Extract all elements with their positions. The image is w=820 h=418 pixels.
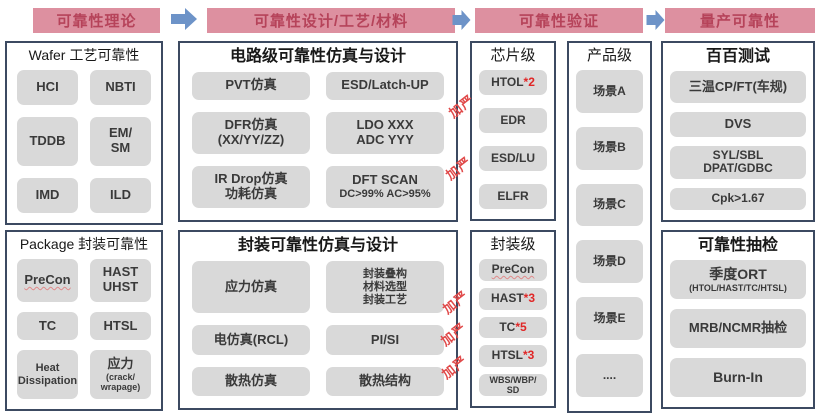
block-package-stack-material: 封装叠构 材料选型 封装工艺 (326, 261, 444, 314)
block-ild: ILD (90, 178, 151, 213)
header-mass-production-reliability: 量产可靠性 (665, 8, 815, 33)
block-more-scenarios: .... (576, 354, 643, 397)
panel-title: 芯片级 (490, 47, 536, 64)
block-stress-crack-wrapage: 应力(crack/ wrapage) (90, 350, 151, 399)
block-syl-sbl-dpat-gdbc: SYL/SBL DPAT/GDBC (670, 146, 806, 179)
panel-circuit-level-sim: 电路级可靠性仿真与设计 PVT仿真 ESD/Latch-UP DFR仿真 (XX… (178, 41, 458, 222)
block-stress-sim: 应力仿真 (192, 261, 310, 314)
block-scenario-d: 场景D (576, 240, 643, 284)
block-wbs-wbp-sd: WBS/WBP/ SD (479, 374, 547, 396)
block-esd-latchup: ESD/Latch-UP (326, 72, 444, 100)
panel-wafer-reliability: Wafer 工艺可靠性 HCI NBTI TDDB EM/ SM IMD ILD (5, 41, 163, 225)
panel-package-level: 封装级 PreCon HAST*3 TC*5 HTSL*3 WBS/WBP/ S… (470, 230, 556, 408)
block-heat-dissipation: Heat Dissipation (17, 350, 78, 399)
block-htol: HTOL*2 (479, 70, 547, 95)
panel-chip-level: 芯片级 HTOL*2 EDR ESD/LU ELFR (470, 41, 556, 221)
block-htsl-verif: HTSL*3 (479, 345, 547, 368)
header-reliability-verification: 可靠性验证 (475, 8, 643, 33)
panel-product-level: 产品级 场景A 场景B 场景C 场景D 场景E .... (567, 41, 652, 413)
header-reliability-design: 可靠性设计/工艺/材料 (207, 8, 455, 33)
block-precon: PreCon (17, 258, 78, 302)
panel-full-test: 百百测试 三温CP/FT(车规) DVS SYL/SBL DPAT/GDBC C… (661, 41, 815, 222)
block-dvs: DVS (670, 112, 806, 138)
block-precon-verif: PreCon (479, 259, 547, 281)
panel-package-sim: 封装可靠性仿真与设计 应力仿真 封装叠构 材料选型 封装工艺 电仿真(RCL) … (178, 230, 458, 410)
panel-title: Wafer 工艺可靠性 (28, 47, 140, 63)
flow-arrow-icon (452, 10, 471, 30)
panel-title: 电路级可靠性仿真与设计 (229, 48, 406, 65)
block-grid: PVT仿真 ESD/Latch-UP DFR仿真 (XX/YY/ZZ) LDO … (180, 68, 456, 220)
block-scenario-e: 场景E (576, 297, 643, 341)
panel-title: 可靠性抽检 (697, 237, 778, 254)
block-nbti: NBTI (90, 69, 151, 105)
flow-arrow-icon (646, 10, 665, 30)
block-cpk: Cpk>1.67 (670, 187, 806, 210)
block-pi-si: PI/SI (326, 325, 444, 355)
panel-title: 产品级 (586, 47, 632, 64)
panel-title: Package 封装可靠性 (19, 236, 149, 252)
block-list: 三温CP/FT(车规) DVS SYL/SBL DPAT/GDBC Cpk>1.… (663, 68, 813, 220)
header-label: 可靠性理论 (56, 13, 137, 30)
block-thermal-structure: 散热结构 (326, 366, 444, 396)
block-list: HTOL*2 EDR ESD/LU ELFR (472, 67, 554, 219)
block-grid: PreCon HAST UHST TC HTSL Heat Dissipatio… (7, 255, 161, 409)
block-grid: 应力仿真 封装叠构 材料选型 封装工艺 电仿真(RCL) PI/SI 散热仿真 … (180, 257, 456, 408)
block-scenario-b: 场景B (576, 126, 643, 170)
block-grid: HCI NBTI TDDB EM/ SM IMD ILD (7, 66, 161, 223)
flow-arrow-icon (171, 8, 197, 30)
block-tc: TC (17, 311, 78, 341)
block-pvt-sim: PVT仿真 (192, 72, 310, 100)
block-burn-in: Burn-In (670, 358, 806, 397)
block-em-sm: EM/ SM (90, 116, 151, 167)
block-scenario-a: 场景A (576, 70, 643, 113)
block-electrical-sim-rcl: 电仿真(RCL) (192, 325, 310, 355)
block-imd: IMD (17, 178, 78, 213)
block-mrb-ncmr: MRB/NCMR抽检 (670, 309, 806, 349)
block-ir-drop-power-sim: IR Drop仿真 功耗仿真 (192, 165, 310, 208)
panel-reliability-sampling: 可靠性抽检 季度ORT(HTOL/HAST/TC/HTSL) MRB/NCMR抽… (661, 230, 815, 409)
panel-title: 封装级 (490, 236, 536, 253)
header-label: 量产可靠性 (699, 13, 780, 30)
block-list: 场景A 场景B 场景C 场景D 场景E .... (569, 67, 650, 411)
header-label: 可靠性设计/工艺/材料 (253, 13, 409, 30)
panel-title: 百百测试 (705, 48, 770, 65)
block-hast: HAST*3 (479, 287, 547, 310)
block-esd-lu: ESD/LU (479, 146, 547, 171)
header-reliability-theory: 可靠性理论 (33, 8, 160, 33)
block-list: 季度ORT(HTOL/HAST/TC/HTSL) MRB/NCMR抽检 Burn… (663, 257, 813, 407)
block-hci: HCI (17, 69, 78, 105)
block-dfr-sim: DFR仿真 (XX/YY/ZZ) (192, 111, 310, 154)
panel-title: 封装可靠性仿真与设计 (237, 237, 398, 254)
block-quarterly-ort: 季度ORT(HTOL/HAST/TC/HTSL) (670, 260, 806, 300)
block-hast-uhst: HAST UHST (90, 258, 151, 302)
block-ldo-adc: LDO XXX ADC YYY (326, 111, 444, 154)
block-elfr: ELFR (479, 184, 547, 209)
block-list: PreCon HAST*3 TC*5 HTSL*3 WBS/WBP/ SD (472, 256, 554, 406)
block-tddb: TDDB (17, 116, 78, 167)
panel-package-reliability: Package 封装可靠性 PreCon HAST UHST TC HTSL H… (5, 230, 163, 411)
block-scenario-c: 场景C (576, 183, 643, 227)
block-htsl: HTSL (90, 311, 151, 341)
block-edr: EDR (479, 108, 547, 133)
block-tc-verif: TC*5 (479, 316, 547, 339)
header-label: 可靠性验证 (518, 13, 599, 30)
block-thermal-sim: 散热仿真 (192, 366, 310, 396)
block-tri-temp-cp-ft: 三温CP/FT(车规) (670, 71, 806, 104)
